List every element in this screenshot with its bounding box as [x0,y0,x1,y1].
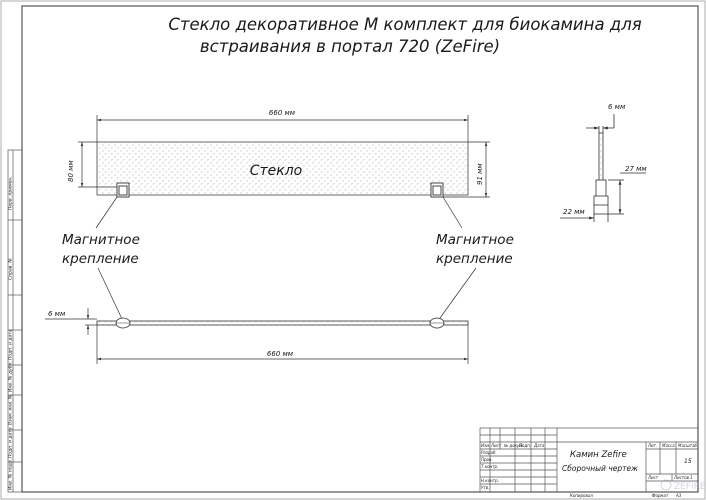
dim-top-width: 660 мм [269,109,296,117]
strip-label-3: Подп. и дата [8,329,14,360]
tb-format-label: Формат [652,493,669,498]
dim-bottom-thickness: 6 мм [48,310,66,318]
tb-copied-label: Копировал [570,493,593,498]
tb-col-change: Изм. [481,443,490,448]
strip-label-4: Инв. № дубл. [8,361,14,392]
tb-sheets-value: 1 [690,475,693,480]
dim-side-height: 27 мм [625,165,647,173]
tb-doc-type: Сборочный чертеж [562,464,638,473]
tb-row-checked: Пров. [481,457,493,462]
tb-sheet-label: Лист [647,475,659,480]
tb-row-approved: Утв. [481,485,489,490]
strip-label-6: Подп. и дата [8,427,14,458]
dim-left-height: 80 мм [67,160,75,182]
left-stamp-strip [7,149,23,493]
magnet-label-right-line2: крепление [436,251,513,267]
magnet-label-left-line2: крепление [62,251,139,267]
title-block [479,427,699,493]
strip-label-2: Справ. № [8,258,14,280]
tb-col-date: Дата [533,443,545,448]
tb-mass-label: Масса [662,443,675,448]
tb-row-developed: Разраб. [481,450,497,455]
dim-bottom-thickness-line [45,308,97,335]
zefire-logo-icon [660,479,672,491]
glass-panel-front [96,141,469,196]
tb-lit-label: Лит. [647,443,657,448]
drawing-title-line2: встраивания в портал 720 (ZeFire) [200,37,500,56]
drawing-title-line1: Стекло декоративное М комплект для биока… [168,15,641,34]
strip-label-7: Инв. № подл. [8,459,14,490]
magnet-label-right-line1: Магнитное [436,232,514,248]
tb-sheets-total: 15 [684,458,692,465]
strip-label-5: Взам. инв. № [8,394,14,425]
tb-col-sheet: Лист [490,443,502,448]
glass-side-view [560,114,646,222]
glass-top-view [96,317,469,329]
dim-bottom-width: 660 мм [267,350,294,358]
dim-side-thickness: 6 мм [608,103,626,111]
tb-row-ncontrol: Н.контр. [481,478,499,483]
tb-row-tcontrol: Т.контр. [481,464,498,469]
dim-right-height: 91 мм [476,163,484,185]
tb-col-docnum: № докум. [503,443,524,448]
zefire-watermark: ZEFIRE [660,479,706,492]
tb-scale-label: Масштаб [678,443,698,448]
magnet-bracket-right [430,182,444,198]
tb-format-value: A3 [675,493,682,498]
dim-right-height-line [443,141,490,198]
magnet-bracket-left [116,182,130,198]
leader-lines [95,196,477,320]
dim-left-height-line [78,141,117,188]
tb-sheets-label: Листов [673,475,690,480]
strip-label-1: Перв. примен. [8,176,14,210]
dim-side-base: 22 мм [563,208,585,216]
magnet-label-left-line1: Магнитное [62,232,140,248]
dim-bottom-width-line [96,325,469,364]
tb-col-sign: Подп. [519,443,531,448]
drawing-frame [21,5,699,493]
watermark-text: ZEFIRE [674,482,706,492]
dim-top-width-line [96,115,469,142]
tb-product-name: Камин Zefire [570,450,627,460]
glass-label: Стекло [250,163,303,179]
